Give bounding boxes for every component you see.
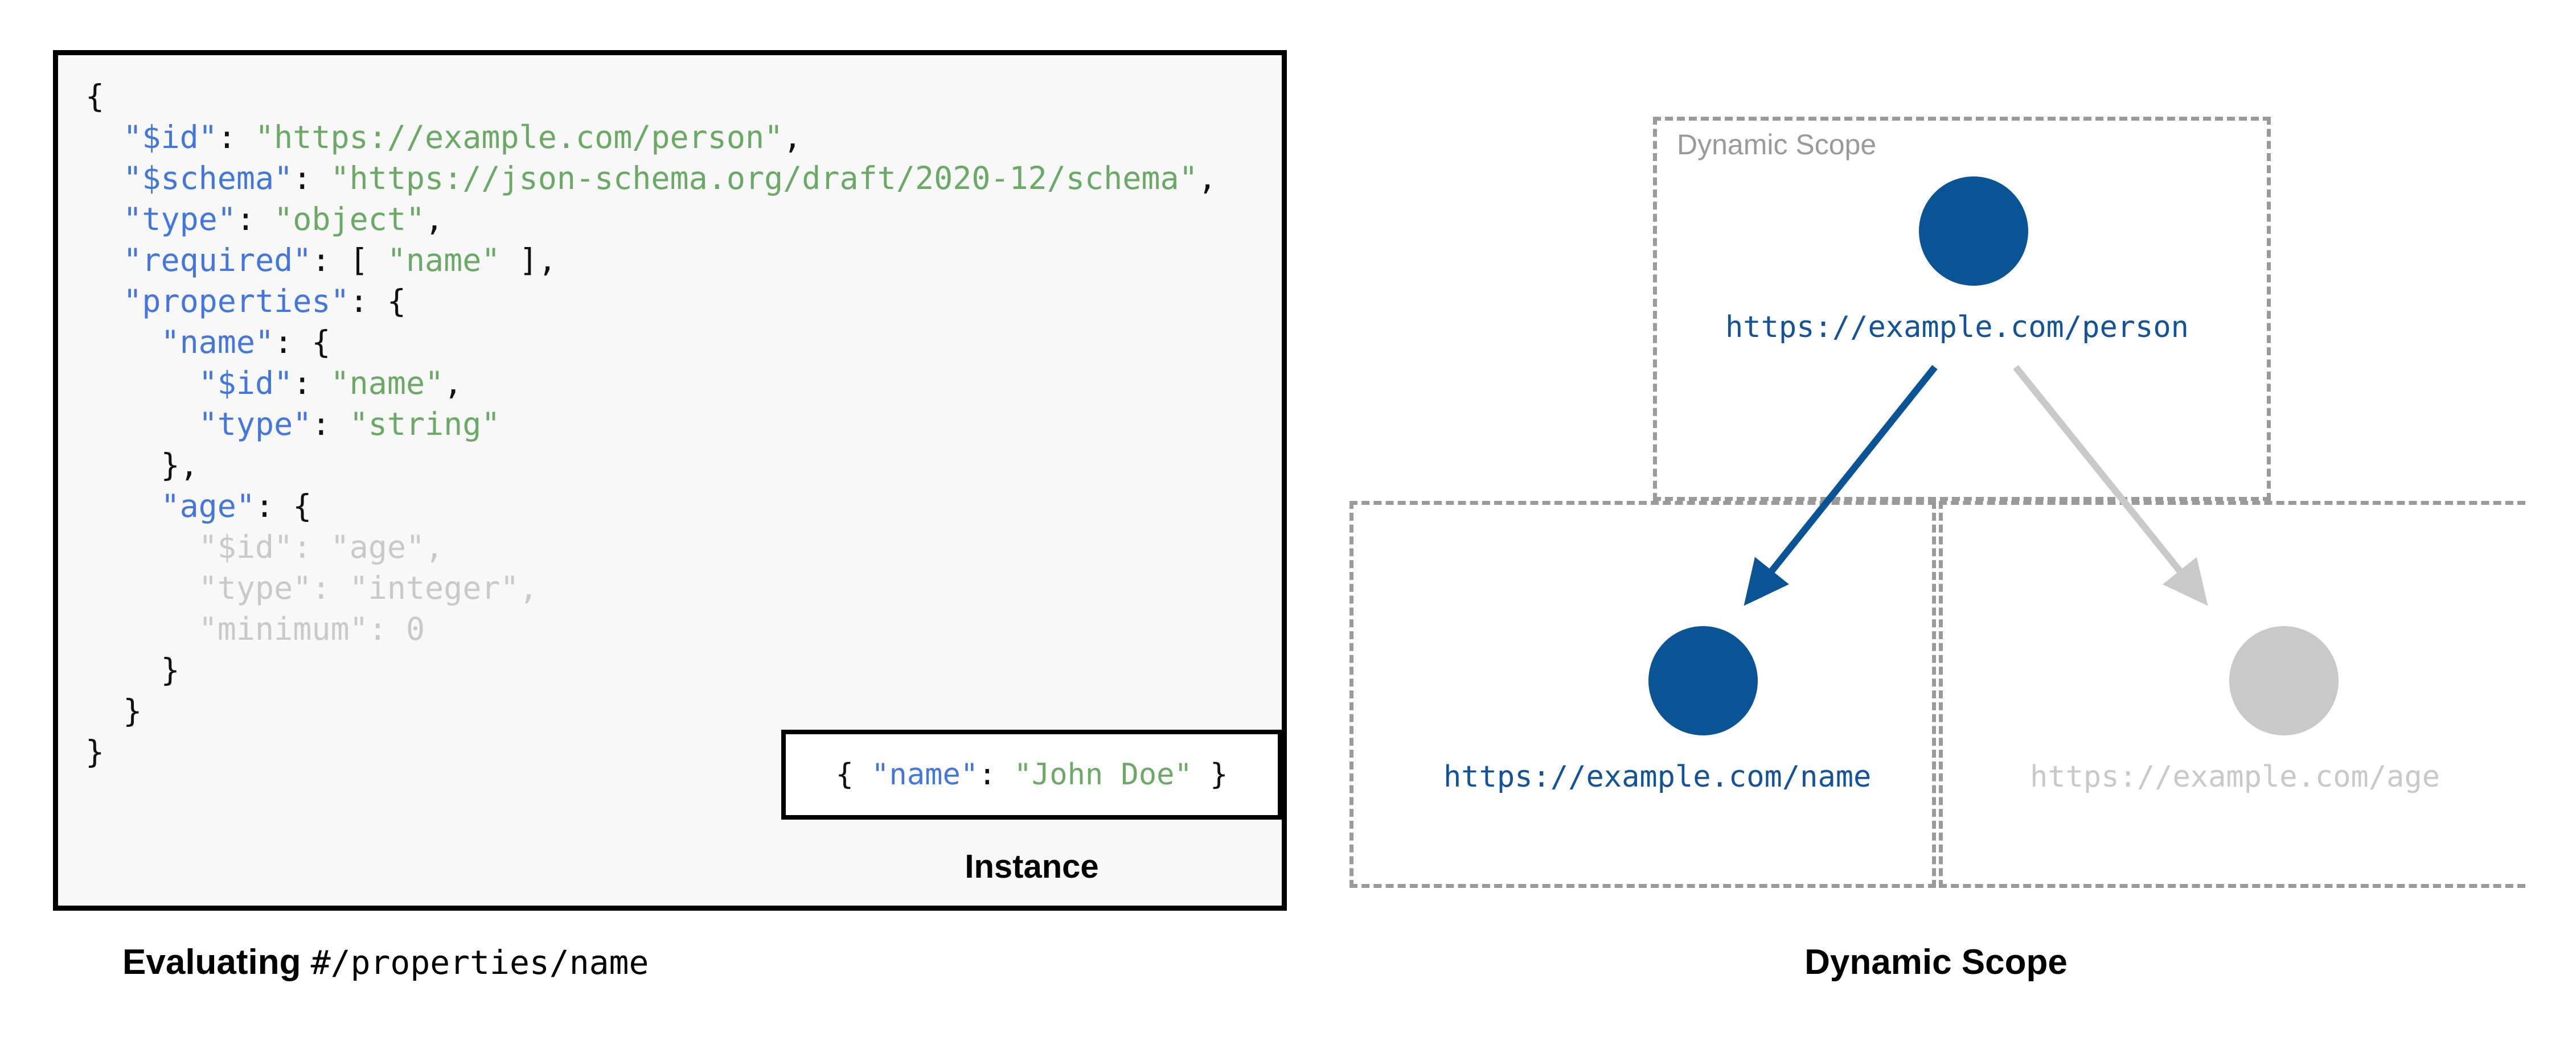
code-token: : { <box>255 488 312 524</box>
code-token: : <box>217 119 256 155</box>
code-token: : <box>311 406 350 442</box>
code-line: "minimum": 0 <box>85 608 1217 649</box>
instance-code: { "name": "John Doe" } <box>836 758 1228 792</box>
code-token: "integer" <box>349 570 519 606</box>
scope-box-top-label: Dynamic Scope <box>1677 129 1877 161</box>
code-token: "age" <box>330 529 425 565</box>
code-token: "string" <box>349 406 501 442</box>
code-token: "name" <box>161 324 274 360</box>
evaluating-caption-pointer: #/properties/name <box>310 943 649 982</box>
code-token: "$schema" <box>123 160 293 196</box>
code-token: } <box>123 693 142 729</box>
code-line: } <box>85 649 1217 690</box>
code-token: } <box>85 734 105 770</box>
code-token: "type" <box>198 406 312 442</box>
scope-box-left <box>1349 501 1936 888</box>
node-person-label: https://example.com/person <box>1725 310 2189 344</box>
code-line: "age": { <box>85 486 1217 526</box>
code-token: "https://example.com/person" <box>255 119 784 155</box>
code-token: , <box>425 529 444 565</box>
code-token: 0 <box>405 611 425 647</box>
code-line: "name": { <box>85 322 1217 363</box>
code-token: : <box>368 611 406 647</box>
code-token: "$id" <box>198 365 293 401</box>
edge-arrows-layer <box>1744 365 2208 606</box>
evaluating-caption: Evaluating #/properties/name <box>122 942 649 982</box>
code-token: : <box>293 160 331 196</box>
code-token: , <box>425 201 444 237</box>
code-token: "properties" <box>123 283 350 319</box>
code-line: "$id": "https://example.com/person", <box>85 117 1217 158</box>
code-line: } <box>85 731 1217 772</box>
code-token: : <box>293 529 331 565</box>
code-token: : <box>978 758 1014 792</box>
code-line: "type": "object", <box>85 199 1217 240</box>
code-token: }, <box>161 447 199 483</box>
code-token: } <box>161 652 180 688</box>
code-token: : { <box>274 324 331 360</box>
code-token: , <box>1197 160 1217 196</box>
code-line: "$id": "name", <box>85 363 1217 404</box>
code-token: : <box>236 201 274 237</box>
evaluating-caption-bold: Evaluating <box>122 943 311 982</box>
code-token: { <box>85 78 105 114</box>
code-line: "required": [ "name" ], <box>85 240 1217 281</box>
code-token: } <box>1192 758 1228 792</box>
code-token: "object" <box>274 201 425 237</box>
node-name-circle <box>1648 626 1758 735</box>
edge-person-to-age <box>2013 365 2208 606</box>
instance-caption: Instance <box>965 848 1099 885</box>
code-token: : <box>293 365 331 401</box>
code-line: } <box>85 690 1217 731</box>
code-token: "type" <box>123 201 236 237</box>
code-token: "required" <box>123 242 312 278</box>
code-token: "John Doe" <box>1014 758 1192 792</box>
code-token: "name" <box>387 242 501 278</box>
code-token: , <box>783 119 802 155</box>
code-line: "type": "string" <box>85 404 1217 445</box>
code-token: "name" <box>330 365 444 401</box>
edge-person-to-name <box>1744 365 1938 606</box>
code-token: , <box>519 570 538 606</box>
code-token: "age" <box>161 488 256 524</box>
code-token: "type" <box>198 570 312 606</box>
code-token: : [ <box>311 242 387 278</box>
scope-box-right <box>1939 501 2525 888</box>
code-line: "properties": { <box>85 281 1217 322</box>
code-line: { <box>85 76 1217 117</box>
node-person-circle <box>1919 176 2028 286</box>
code-token: "name" <box>871 758 979 792</box>
code-token: "$id" <box>123 119 218 155</box>
node-age-label: https://example.com/age <box>2030 760 2440 794</box>
schema-panel: { "$id": "https://example.com/person", "… <box>53 50 1287 911</box>
dynamic-scope-caption: Dynamic Scope <box>1804 943 2068 982</box>
code-token: "$id" <box>198 529 293 565</box>
instance-box: { "name": "John Doe" } <box>781 730 1282 820</box>
scope-box-top <box>1653 117 2271 501</box>
node-name-label: https://example.com/name <box>1443 760 1872 794</box>
code-line: "$id": "age", <box>85 526 1217 567</box>
node-age-circle <box>2229 626 2339 735</box>
schema-code-block: { "$id": "https://example.com/person", "… <box>85 76 1217 772</box>
code-line: }, <box>85 445 1217 486</box>
dynamic-scope-diagram: Dynamic Scope https://example.com/person… <box>1338 46 2534 1025</box>
code-token: ], <box>500 242 557 278</box>
code-line: "$schema": "https://json-schema.org/draf… <box>85 158 1217 199</box>
code-token: "https://json-schema.org/draft/2020-12/s… <box>330 160 1198 196</box>
code-token: { <box>835 758 872 792</box>
code-token: , <box>444 365 463 401</box>
code-line: "type": "integer", <box>85 567 1217 608</box>
code-token: : { <box>349 283 406 319</box>
code-token: "minimum" <box>198 611 368 647</box>
code-token: : <box>311 570 350 606</box>
